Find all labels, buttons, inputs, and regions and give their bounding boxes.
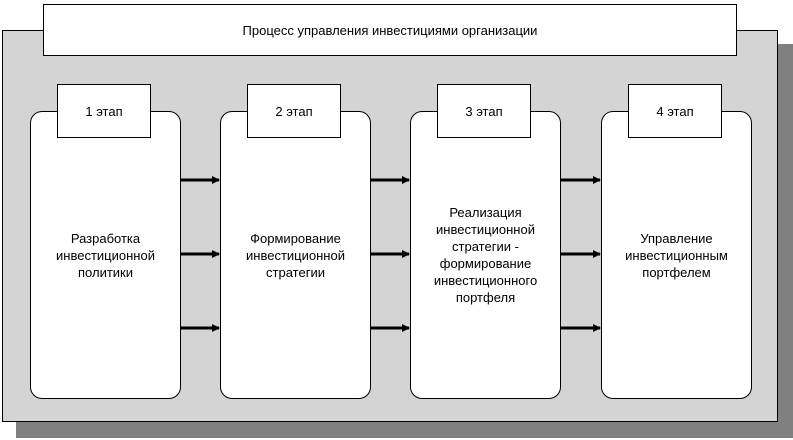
stage-2-text: Формирование инвестиционной стратегии	[246, 230, 345, 280]
stage-1-label: 1 этап	[57, 84, 151, 138]
stage-4-text: Управление инвестиционным портфелем	[625, 230, 728, 280]
stage-2-label: 2 этап	[247, 84, 341, 138]
stage-4-box: Управление инвестиционным портфелем	[601, 111, 752, 399]
stage-3-label: 3 этап	[437, 84, 531, 138]
stage-1-box: Разработка инвестиционной политики	[30, 111, 181, 399]
stage-3-box: Реализация инвестиционной стратегии - фо…	[410, 111, 561, 399]
stage-1-text: Разработка инвестиционной политики	[56, 230, 155, 280]
stage-2-box: Формирование инвестиционной стратегии	[220, 111, 371, 399]
diagram-title: Процесс управления инвестициями организа…	[43, 4, 737, 56]
stage-4-label: 4 этап	[628, 84, 722, 138]
stage-3-text: Реализация инвестиционной стратегии - фо…	[433, 205, 538, 305]
